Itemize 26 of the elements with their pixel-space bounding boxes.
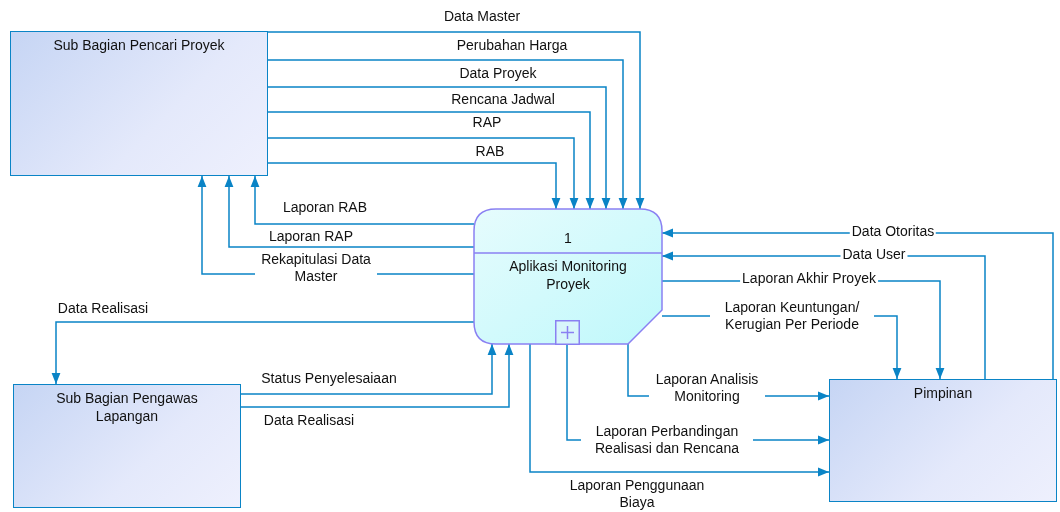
entity-box (10, 31, 268, 176)
edge-label: Laporan Akhir Proyek (740, 269, 878, 287)
flow-arrow (267, 137, 579, 210)
entity-name: Pimpinan (913, 384, 973, 402)
flow-arrow (267, 111, 595, 210)
flow-arrow (267, 59, 628, 210)
edge-label: Laporan Analisis Monitoring (649, 371, 765, 405)
entity-box (829, 379, 1057, 502)
edge-label: Status Penyelesaiaan (259, 369, 399, 387)
entity-name: Sub Bagian Pencari Proyek (53, 36, 225, 54)
edge-label: Data Proyek (457, 64, 539, 82)
process-title: Aplikasi Monitoring Proyek (508, 257, 628, 293)
flow-arrow (267, 162, 561, 210)
flow-arrow (267, 31, 645, 210)
edge-label: Laporan Keuntungan/ Kerugian Per Periode (710, 299, 874, 333)
edge-label: Perubahan Harga (454, 36, 570, 54)
flow-arrow (224, 175, 475, 248)
flow-arrow (529, 343, 830, 477)
flow-arrow (250, 175, 475, 225)
flow-arrow (240, 343, 497, 395)
process-number: 1 (563, 229, 573, 247)
entity-name: Sub Bagian Pengawas Lapangan (55, 389, 199, 425)
flow-arrow (240, 343, 514, 408)
flow-arrow (51, 321, 475, 385)
entity-box (13, 384, 241, 508)
flow-arrow (267, 86, 611, 210)
